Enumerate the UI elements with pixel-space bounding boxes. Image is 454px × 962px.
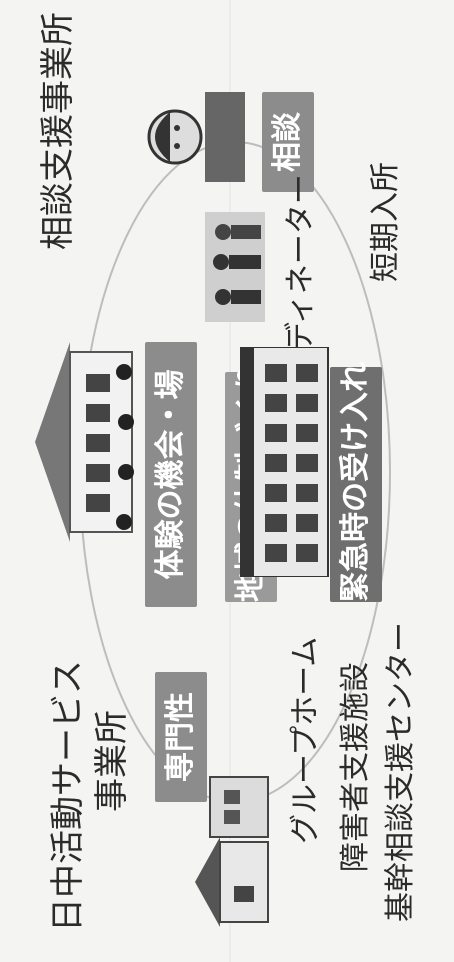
short-stay-label: 短期入所: [368, 162, 403, 282]
group-home-label: グループホーム: [288, 636, 323, 844]
consultation-people-icon: [147, 92, 245, 182]
disability-facility-label: 障害者支援施設: [338, 662, 373, 872]
group-home-building-icon: [195, 776, 269, 927]
core-consultation-center-label: 基幹相談支援センター: [383, 622, 418, 922]
day-activity-service-title: 日中活動サービス: [48, 660, 88, 932]
day-activity-service-subtitle: 事業所: [92, 710, 132, 812]
label-experience: 体験の機会・場: [145, 342, 197, 607]
label-emergency: 緊急時の受け入れ: [330, 362, 382, 602]
emergency-facility-building-icon: [240, 347, 329, 577]
day-activity-building-icon: [35, 342, 134, 542]
consultation-office-title: 相談支援事業所: [38, 12, 78, 250]
people-photo-icon: [205, 212, 265, 322]
